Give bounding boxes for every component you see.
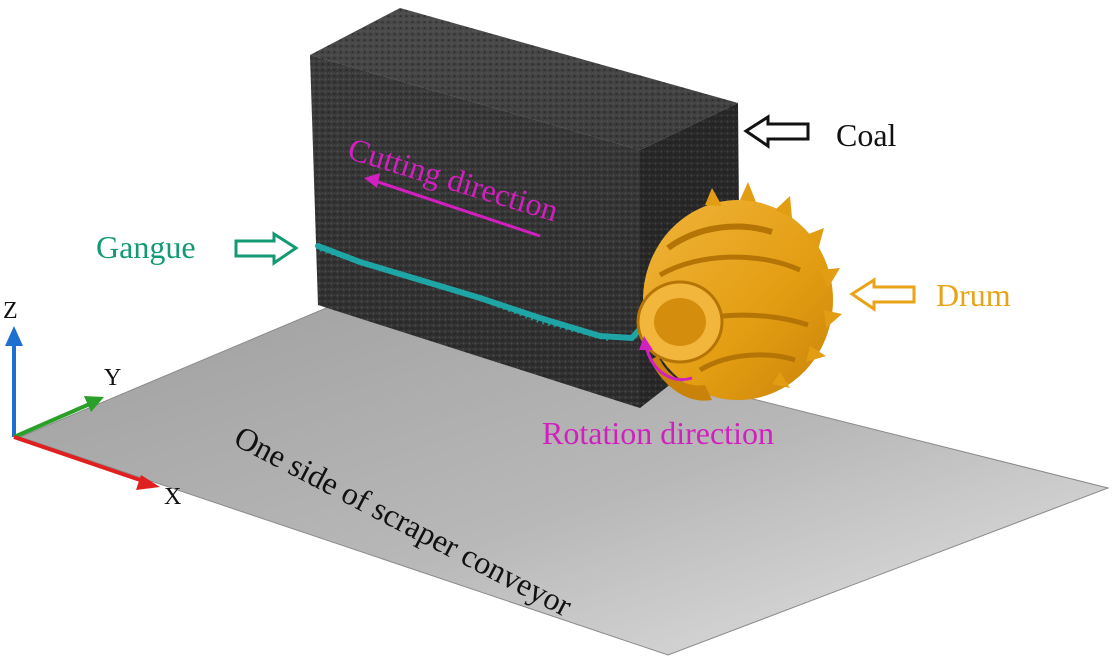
- x-axis: [13, 435, 147, 484]
- x-axis-arrowhead: [136, 475, 160, 490]
- y-axis-label: Y: [104, 365, 121, 391]
- z-axis-arrowhead: [5, 326, 23, 346]
- coordinate-axes: Z Y X: [3, 298, 181, 510]
- gangue-pointer-arrow: [234, 231, 299, 266]
- gangue-label: Gangue: [96, 229, 196, 265]
- conveyor-plate: [18, 297, 1110, 656]
- z-axis-label: Z: [3, 298, 18, 324]
- gangue-band: [315, 243, 653, 342]
- coal-pointer-arrow: [743, 114, 810, 149]
- rotation-direction-arrowhead: [639, 336, 653, 350]
- drum-pointer-arrow: [849, 277, 916, 312]
- cutting-direction-arrowhead: [364, 173, 380, 188]
- y-axis-arrowhead: [84, 396, 104, 412]
- drum: [636, 182, 842, 401]
- rotation-direction-arrow: [644, 345, 693, 381]
- coal-label: Coal: [836, 117, 897, 153]
- drum-label: Drum: [936, 277, 1011, 313]
- y-axis: [13, 401, 93, 439]
- cutting-direction-arrow: [371, 178, 541, 238]
- x-axis-label: X: [164, 484, 181, 510]
- rotation-direction-label: Rotation direction: [542, 415, 774, 451]
